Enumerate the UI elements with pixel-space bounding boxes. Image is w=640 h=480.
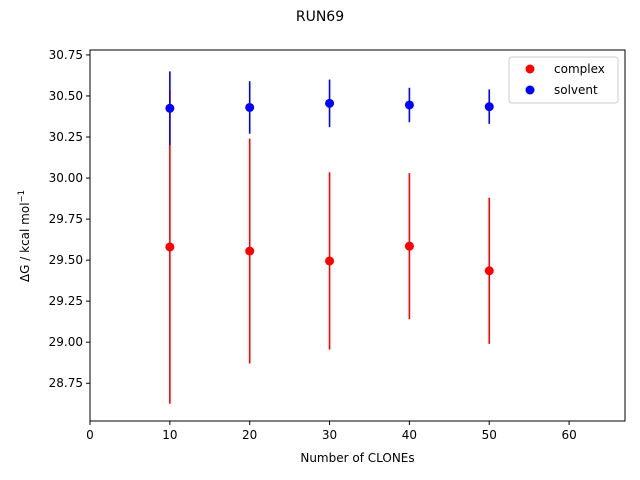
legend: complex solvent: [508, 56, 619, 104]
chart-title: RUN69: [296, 9, 344, 25]
plot-frame: [89, 49, 626, 422]
solvent-point: [404, 100, 414, 110]
y-axis-label: ΔG / kcal mol−1: [17, 190, 32, 282]
y-axis-label-superscript: −1: [17, 190, 27, 203]
x-tick-label: 40: [402, 428, 417, 442]
solvent-point: [245, 102, 255, 112]
y-tick-label: 28.75: [49, 376, 83, 390]
solvent-point: [484, 102, 494, 112]
y-tick-label: 30.50: [49, 89, 83, 103]
y-tick-label: 30.75: [49, 48, 83, 62]
complex-point: [404, 241, 414, 251]
y-tick-label: 30.25: [49, 130, 83, 144]
y-tick-label: 30.00: [49, 171, 83, 185]
y-tick-label: 29.25: [49, 294, 83, 308]
solvent-point: [325, 98, 335, 108]
legend-label-solvent: solvent: [554, 83, 598, 97]
x-axis: 0 10 20 30 40 50 60: [86, 421, 577, 442]
legend-marker-solvent: [525, 85, 535, 95]
y-axis-label-main: ΔG / kcal mol: [18, 202, 32, 282]
solvent-point: [165, 103, 175, 113]
x-tick-label: 20: [242, 428, 257, 442]
y-axis: 28.75 29.00 29.25 29.50 29.75 30.00 30.25 30.50…: [49, 48, 90, 390]
complex-point: [484, 266, 494, 276]
complex-point: [325, 256, 335, 266]
x-tick-label: 50: [482, 428, 497, 442]
series-layer: [165, 71, 494, 404]
x-axis-label: Number of CLONEs: [300, 451, 414, 465]
legend-marker-complex: [525, 64, 535, 74]
legend-label-complex: complex: [554, 62, 605, 76]
series-solvent: [165, 71, 494, 146]
x-tick-label: 30: [322, 428, 337, 442]
y-tick-label: 29.50: [49, 253, 83, 267]
complex-point: [245, 246, 255, 256]
legend-frame: [508, 56, 619, 104]
y-tick-label: 29.75: [49, 212, 83, 226]
series-complex: [165, 90, 494, 404]
x-tick-label: 0: [86, 428, 94, 442]
y-tick-label: 29.00: [49, 335, 83, 349]
complex-point: [165, 242, 175, 252]
x-tick-label: 10: [162, 428, 177, 442]
x-tick-label: 60: [561, 428, 576, 442]
